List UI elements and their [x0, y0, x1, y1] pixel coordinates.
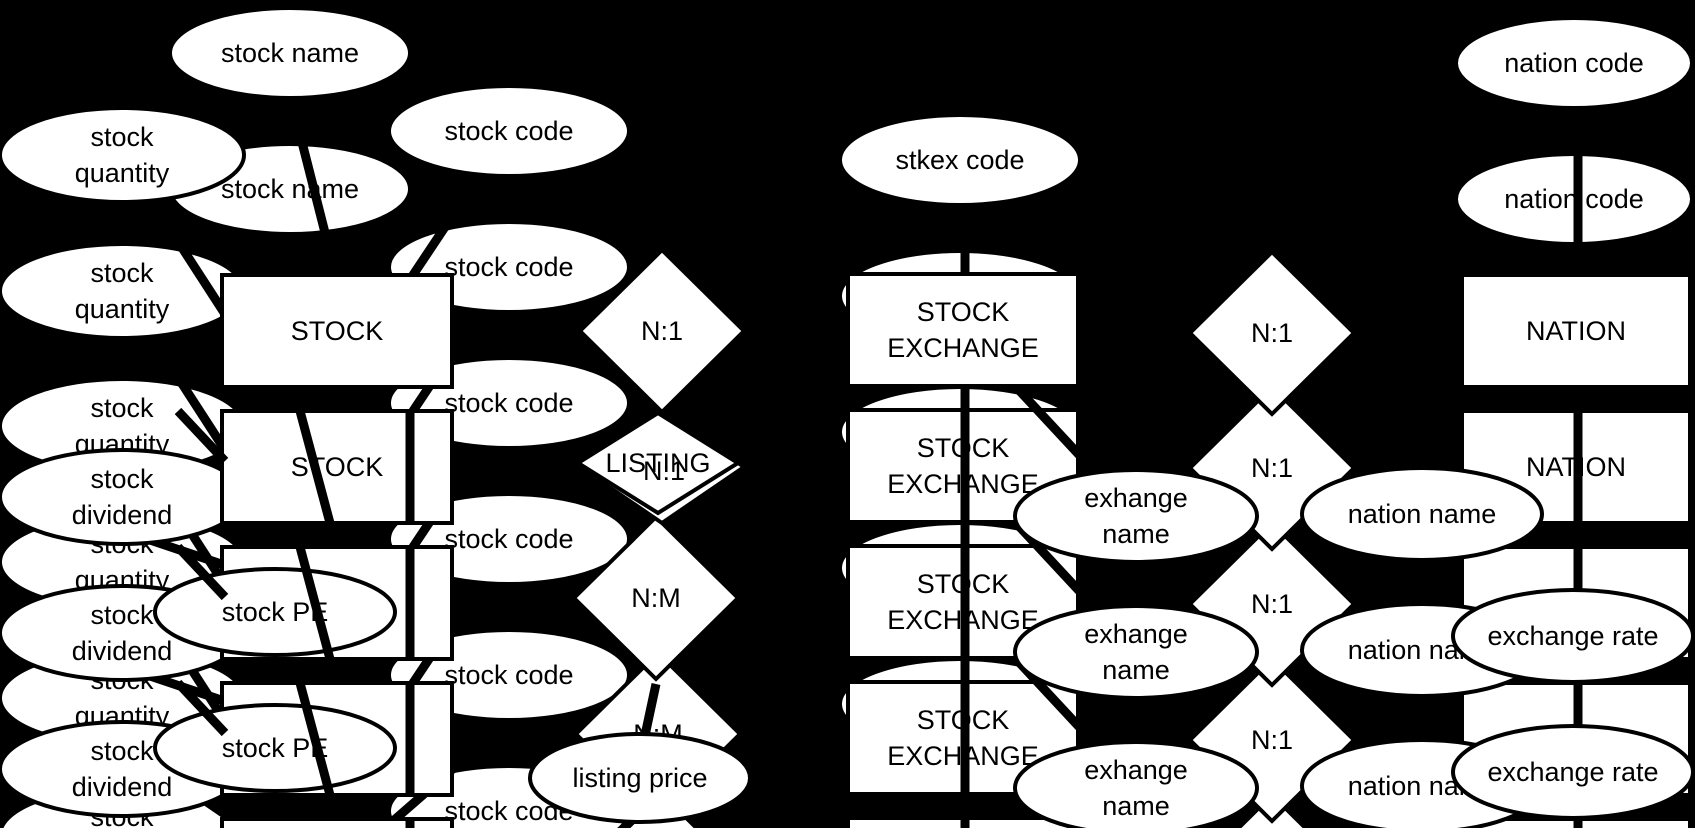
connector-line — [639, 683, 661, 741]
connector-line — [295, 681, 335, 797]
attr-exchange-rate — [1451, 724, 1695, 820]
attr-stock-dividend-label: dividend — [72, 772, 173, 802]
rel-listing-diamond-label: N:1 — [641, 316, 683, 346]
connector-line — [295, 409, 335, 525]
rel-listing-diamond — [574, 410, 742, 516]
rel-location-diamond-label: N:1 — [1251, 589, 1293, 619]
frame-1: stock name stock code stock quantity stkex c… — [0, 6, 1695, 828]
attr-stock-code-label: stock code — [444, 524, 573, 554]
attr-exchange-rate — [1451, 588, 1695, 684]
attr-exhange-name-label: name — [1102, 791, 1170, 821]
connector-line — [174, 407, 229, 465]
attr-exhange-name — [1013, 740, 1259, 828]
entity-stock — [220, 273, 454, 389]
attr-stock-name-label: stock name — [221, 38, 359, 68]
attr-stock-quantity-label: quantity — [75, 158, 170, 188]
attr-listing-price-label: listing price — [572, 763, 707, 793]
rel-location-diamond-label: N:1 — [1251, 725, 1293, 755]
attr-stock-code-label: stock code — [444, 116, 573, 146]
attr-exhange-name — [1013, 468, 1259, 564]
entity-stock-label: STOCK — [291, 452, 384, 482]
entity-stock-exchange-label: EXCHANGE — [887, 333, 1039, 363]
rel-listing-diamond — [577, 247, 747, 415]
entity-nation — [1460, 273, 1692, 389]
rel-listing-diamond-label: N:M — [631, 583, 681, 613]
attr-stock-dividend-label: dividend — [72, 500, 173, 530]
attr-exhange-name-label: exhange — [1084, 619, 1188, 649]
connector-line — [174, 543, 229, 601]
connector-line — [295, 545, 335, 661]
attr-stock-quantity-label: stock — [90, 258, 154, 288]
entity-stock-label: STOCK — [291, 316, 384, 346]
attr-nation-name — [1300, 466, 1544, 562]
rel-location-diamond-label: N:1 — [1251, 453, 1293, 483]
attr-nation-code-label: nation code — [1504, 48, 1644, 78]
entity-stock-exchange — [846, 272, 1080, 388]
rel-location-diamond-label: N:1 — [1251, 318, 1293, 348]
attr-stock-dividend-label: stock — [90, 464, 154, 494]
attr-stock-quantity-label: quantity — [75, 294, 170, 324]
entity-nation-label: NATION — [1526, 316, 1626, 346]
rel-listing-diamond-label: LISTING — [605, 448, 710, 478]
rel-location-diamond — [1187, 249, 1357, 417]
attr-stkex-code-label: stkex code — [895, 145, 1024, 175]
attr-exhange-name — [1013, 604, 1259, 700]
attr-listing-price — [528, 732, 752, 824]
rel-cardinality-label-label: N:1 — [643, 456, 685, 486]
connector-line — [285, 93, 340, 274]
attr-stkex-code — [838, 113, 1082, 207]
attr-stock-dividend-label: stock — [90, 736, 154, 766]
attr-stock-code-label: stock code — [444, 660, 573, 690]
entity-stock — [220, 817, 454, 828]
attr-exhange-name-label: name — [1102, 655, 1170, 685]
attr-stock-code-label: stock code — [444, 252, 573, 282]
attr-stock-quantity-label: stock — [90, 122, 154, 152]
connector-line — [174, 679, 229, 737]
attr-stock-name-label: stock name — [221, 174, 359, 204]
attr-exhange-name-label: exhange — [1084, 483, 1188, 513]
attr-stock-code — [387, 84, 631, 178]
entity-stock-exchange-label: STOCK — [917, 297, 1010, 327]
rel-listing-diamond — [571, 514, 741, 682]
attr-exchange-rate-label: exchange rate — [1487, 621, 1658, 651]
attr-exhange-name-label: exhange — [1084, 755, 1188, 785]
attr-stock-quantity — [0, 106, 246, 204]
attr-stock-code-label: stock code — [444, 388, 573, 418]
attr-stock-dividend-label: stock — [90, 600, 154, 630]
attr-stock-quantity-label: stock — [90, 393, 154, 423]
attr-stock-dividend-label: dividend — [72, 636, 173, 666]
attr-exchange-rate-label: exchange rate — [1487, 757, 1658, 787]
attr-nation-name-label: nation name — [1348, 499, 1497, 529]
attr-stock-name — [168, 6, 412, 100]
attr-nation-code — [1454, 16, 1694, 110]
attr-exhange-name-label: name — [1102, 519, 1170, 549]
